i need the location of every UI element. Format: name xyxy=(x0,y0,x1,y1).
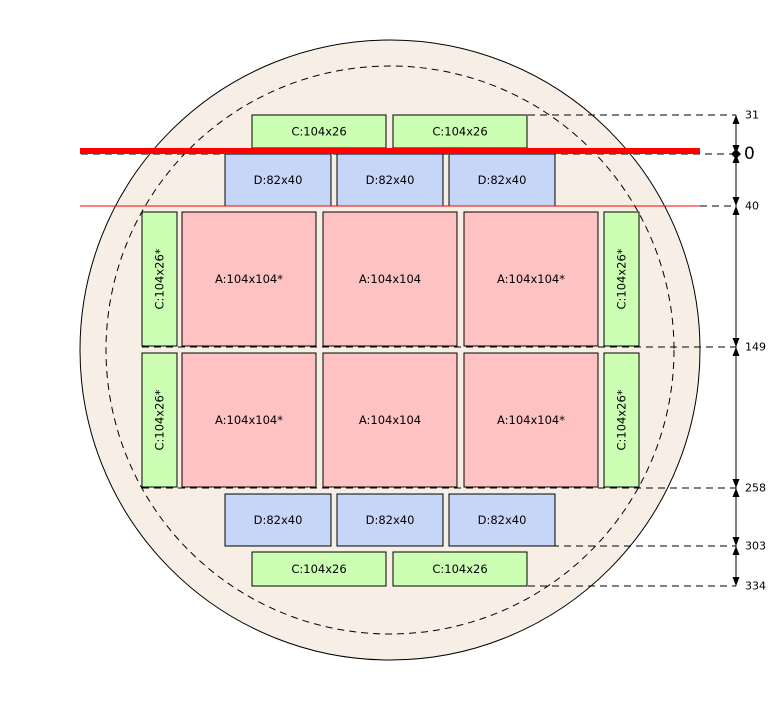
ruler-tick-label: 0 xyxy=(744,144,755,164)
tile-d-18 xyxy=(448,493,556,547)
usable-area-circle xyxy=(105,65,675,635)
tile-label: C:104x26 xyxy=(432,125,487,139)
ruler-arrow-down xyxy=(732,537,740,546)
ruler-arrow-down xyxy=(732,479,740,488)
tile-c-11 xyxy=(141,352,178,488)
tile-label: A:104x104* xyxy=(215,272,283,286)
tile-a-8 xyxy=(322,211,458,347)
tile-label: D:82x40 xyxy=(366,513,415,527)
wafer-outline xyxy=(79,39,701,661)
tile-label: A:104x104 xyxy=(359,272,421,286)
tile-label: D:82x40 xyxy=(254,173,303,187)
ruler-arrow-down xyxy=(732,197,740,206)
ruler-arrow-up xyxy=(732,488,740,497)
tile-a-12 xyxy=(181,352,317,488)
tile-label: C:104x26 xyxy=(291,562,346,576)
ruler-tick-label: 31 xyxy=(745,109,759,122)
wafer-layer xyxy=(79,39,701,661)
tile-label: A:104x104* xyxy=(215,413,283,427)
ruler-tick-label: 40 xyxy=(745,200,759,213)
tile-a-7 xyxy=(181,211,317,347)
tile-label: C:104x26* xyxy=(615,389,629,450)
tile-label: C:104x26 xyxy=(291,125,346,139)
tile-c-2 xyxy=(392,114,528,149)
tile-c-20 xyxy=(392,551,528,587)
tile-c-10 xyxy=(603,211,640,347)
tile-c-15 xyxy=(603,352,640,488)
tile-c-1 xyxy=(251,114,387,149)
tile-label: A:104x104* xyxy=(497,413,565,427)
tile-d-17 xyxy=(336,493,444,547)
ruler-tick-label: 258 xyxy=(745,482,766,495)
ruler-tick-label: 334 xyxy=(745,580,766,593)
tile-c-6 xyxy=(141,211,178,347)
ruler-arrow-down xyxy=(732,577,740,586)
tile-a-14 xyxy=(463,352,599,488)
tile-label: C:104x26* xyxy=(615,248,629,309)
vertical-ruler: 31 0 40 149 258 303 334 xyxy=(731,109,766,593)
tile-d-4 xyxy=(336,153,444,207)
tile-a-13 xyxy=(322,352,458,488)
tile-label: A:104x104* xyxy=(497,272,565,286)
tile-a-9 xyxy=(463,211,599,347)
cut-lines xyxy=(80,148,700,207)
ruler-arrow-up xyxy=(732,115,740,124)
ruler-tick-label: 149 xyxy=(745,341,766,354)
tile-label: C:104x26* xyxy=(153,389,167,450)
tile-label: D:82x40 xyxy=(366,173,415,187)
tile-label: D:82x40 xyxy=(478,513,527,527)
tile-c-19 xyxy=(251,551,387,587)
ruler-origin-marker xyxy=(731,149,741,159)
tile-label: C:104x26 xyxy=(432,562,487,576)
ruler-tick-label: 303 xyxy=(745,540,766,553)
tile-label: D:82x40 xyxy=(254,513,303,527)
tile-d-16 xyxy=(224,493,332,547)
ruler-arrow-down xyxy=(732,338,740,347)
tile-label: A:104x104 xyxy=(359,413,421,427)
tile-label: C:104x26* xyxy=(153,248,167,309)
tile-label: D:82x40 xyxy=(478,173,527,187)
ruler-arrow-up xyxy=(732,206,740,215)
ruler-arrow-up xyxy=(732,347,740,356)
ruler-arrow-up xyxy=(732,546,740,555)
